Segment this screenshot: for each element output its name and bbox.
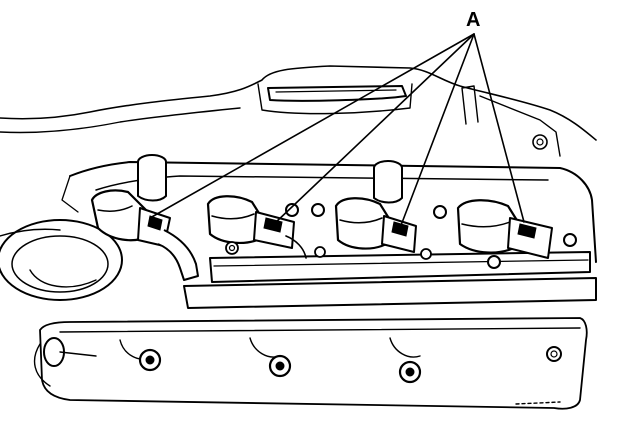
lower-cover-bolts [138, 346, 562, 384]
callout-label: A [466, 9, 480, 31]
filler-cap-right [373, 160, 403, 204]
throttle-body [0, 219, 123, 301]
leader-line-coil-1 [149, 33, 475, 219]
leader-line-coil-2 [273, 33, 475, 225]
ignition-coil-3 [311, 197, 447, 253]
filler-cap-left [137, 154, 167, 202]
ignition-coil-4 [456, 199, 577, 269]
ignition-coil-2 [206, 195, 307, 259]
coil-harness-rail [209, 251, 591, 283]
leader-line-coil-4 [473, 33, 525, 223]
valve-cover-bolts [225, 241, 432, 260]
ignition-coil-1 [90, 189, 199, 281]
intake-manifold-outline [0, 65, 597, 157]
dashed-mark [515, 401, 561, 405]
leader-line-coil-3 [399, 33, 475, 229]
callout-leaders [149, 33, 525, 229]
lower-cover [33, 277, 597, 410]
